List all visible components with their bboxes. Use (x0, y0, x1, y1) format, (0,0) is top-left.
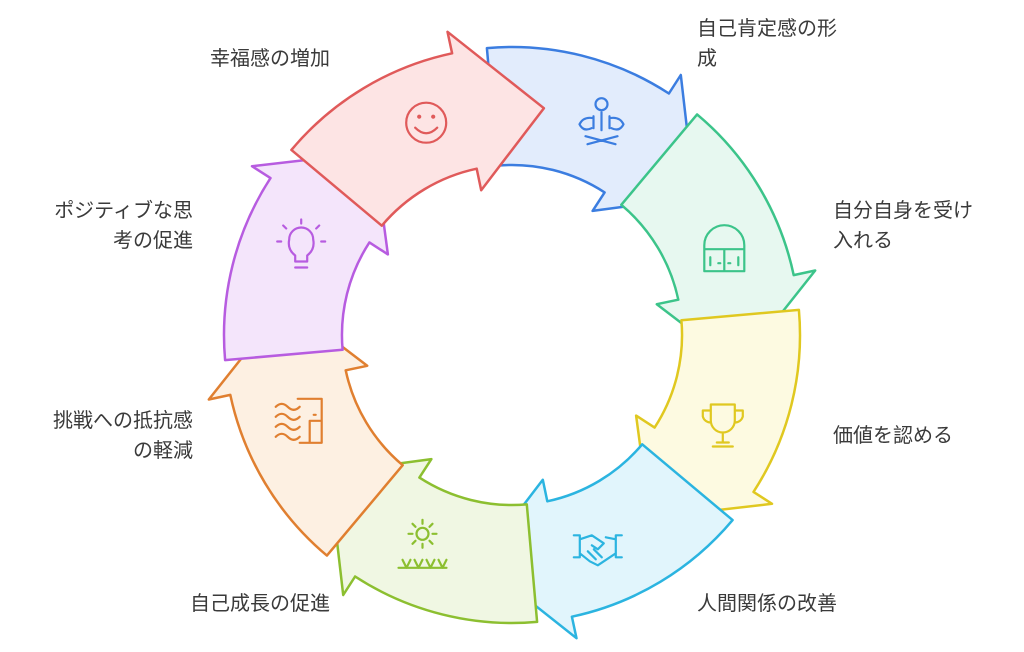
meditation-icon (578, 97, 625, 146)
label-self-growth: 自己成長の促進 (190, 591, 330, 615)
label-self-acceptance: 自分自身を受け入れる (833, 198, 973, 252)
handshake-icon (572, 534, 623, 567)
arrow-self-acceptance (620, 113, 817, 369)
label-self-esteem: 自己肯定感の形成 (697, 16, 837, 70)
trophy-icon (701, 403, 744, 448)
wind-wall-icon (274, 397, 323, 444)
label-relationships: 人間関係の改善 (697, 591, 837, 615)
sun-grass-icon (397, 518, 448, 569)
label-positive-thinking: ポジティブな思考の促進 (54, 198, 193, 252)
arrow-self-growth (327, 457, 539, 625)
arrow-positive-thinking (222, 150, 390, 362)
lightbulb-icon (276, 218, 327, 269)
door-icon (703, 224, 746, 273)
smiley-icon (405, 101, 448, 144)
label-recognize-value: 価値を認める (833, 423, 953, 447)
arrow-relationships (478, 443, 734, 640)
label-less-resistance: 挑戦への抵抗感の軽減 (53, 408, 193, 462)
arrow-recognize-value (634, 308, 802, 520)
arrow-less-resistance (207, 301, 404, 557)
label-happiness: 幸福感の増加 (210, 46, 330, 70)
